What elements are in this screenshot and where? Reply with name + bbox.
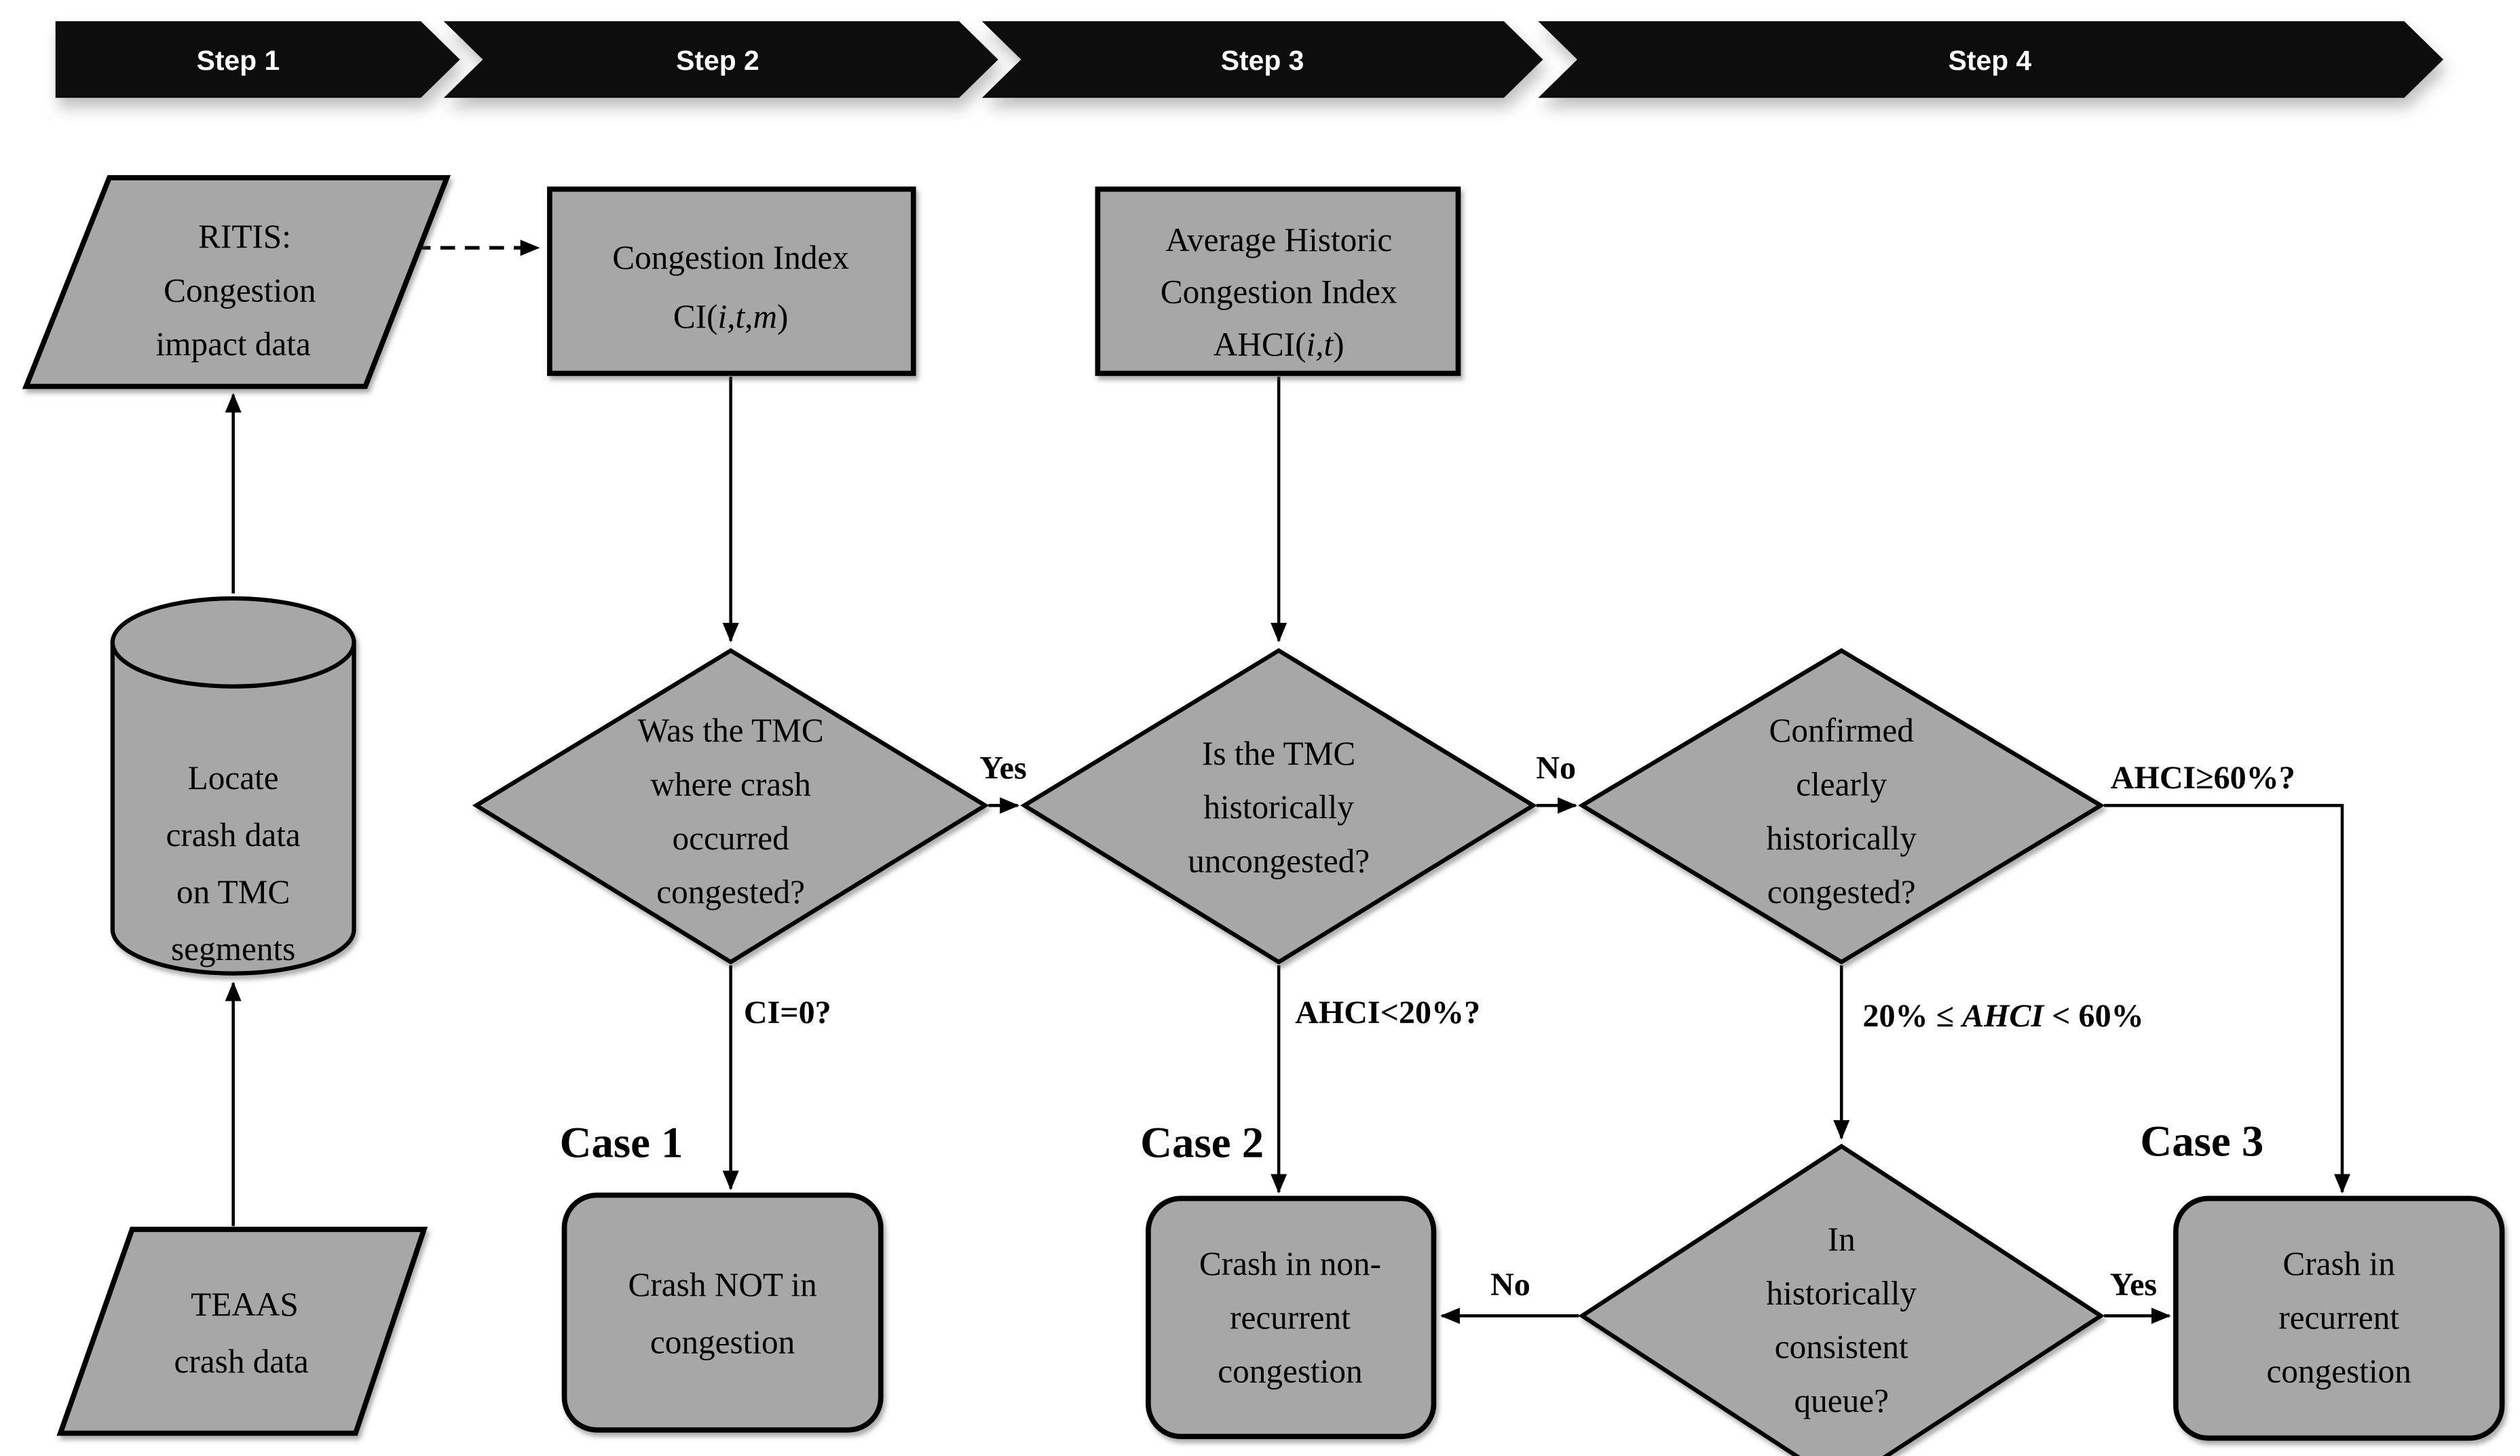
ahci-range-suffix: < 60% (2044, 998, 2144, 1034)
ahci-range-italic: AHCI (1960, 998, 2045, 1034)
case1-heading: Case 1 (560, 1119, 683, 1168)
ahci-label: Average Historic Congestion Index AHCI(i… (1161, 221, 1397, 363)
case2-result-label: Crash in non- recurrent congestion (1199, 1245, 1381, 1390)
case3-line2: recurrent (2278, 1299, 2399, 1336)
no-label-decision2: No (1536, 750, 1576, 786)
step3-banner-label: Step 3 (1221, 45, 1304, 76)
case3-line3: congestion (2267, 1353, 2411, 1390)
ahci-range-condition-label: 20% ≤ AHCI < 60% (1862, 998, 2143, 1034)
decision1-line3: occurred (673, 820, 790, 857)
no-label-decision4: No (1490, 1267, 1530, 1303)
case1-result-label: Crash NOT in congestion (628, 1266, 817, 1360)
ahci-formula-prefix: AHCI( (1214, 326, 1306, 363)
step2-banner (443, 21, 998, 98)
locate-line4: segments (171, 930, 295, 968)
case1-line2: congestion (650, 1323, 795, 1360)
step2-banner-label: Step 2 (676, 45, 759, 76)
decision1-line2: where crash (650, 765, 811, 803)
decision1-line4: congested? (656, 873, 805, 911)
case1-result-box (561, 1192, 884, 1433)
congestion-index-node (547, 186, 916, 377)
decision3-label: Confirmed clearly historically congested… (1766, 712, 1917, 911)
decision2-diamond (1020, 648, 1538, 965)
step4-banner-label: Step 4 (1949, 45, 2032, 76)
ci-formula-prefix: CI( (673, 298, 718, 335)
decision3-line3: historically (1766, 820, 1917, 857)
congestion-index-label: Congestion Index CI(i,t,m) (612, 239, 849, 335)
locate-line1: Locate (188, 759, 279, 797)
decision1-label: Was the TMC where crash occurred congest… (638, 712, 824, 911)
decision1-line1: Was the TMC (638, 712, 824, 749)
case1-line1: Crash NOT in (628, 1266, 817, 1303)
teaas-data-label: TEAAS crash data (174, 1286, 309, 1380)
locate-crash-data-cylinder (110, 640, 356, 976)
ahci-line1: Average Historic (1165, 221, 1392, 258)
decision4-label: In historically consistent queue? (1766, 1221, 1917, 1419)
step3-banner (981, 21, 1543, 98)
teaas-data-node (56, 1227, 428, 1436)
decision2-line3: uncongested? (1188, 842, 1370, 879)
decision3-line4: congested? (1767, 873, 1916, 911)
step-banner-row (55, 21, 2444, 98)
ahci-formula: AHCI(i,t) (1214, 326, 1344, 363)
decision4-diamond (1578, 1143, 2105, 1456)
yes-label-decision1: Yes (979, 750, 1026, 786)
ci-formula-italic: i,t,m (717, 298, 777, 335)
ritis-data-node (22, 175, 451, 389)
teaas-line1: TEAAS (191, 1286, 299, 1323)
ahci-node (1095, 186, 1461, 377)
case2-line1: Crash in non- (1199, 1245, 1381, 1282)
ahci-formula-suffix: ) (1333, 326, 1344, 363)
locate-crash-data-cylinder-top (110, 596, 356, 689)
decision2-label: Is the TMC historically uncongested? (1188, 735, 1370, 880)
ci-line1: Congestion Index (612, 239, 849, 276)
ahci-line2: Congestion Index (1161, 273, 1397, 311)
teaas-line2: crash data (174, 1343, 309, 1380)
ahci-formula-italic: i,t (1306, 326, 1334, 363)
decision3-diamond (1578, 648, 2105, 965)
ahci-ge60-condition-label: AHCI≥60%? (2111, 760, 2295, 796)
ritis-data-label: RITIS: Congestion impact data (155, 218, 316, 363)
decision1-diamond (472, 648, 990, 965)
decision2-line1: Is the TMC (1202, 735, 1355, 772)
yes-label-decision4: Yes (2110, 1267, 2157, 1303)
decision3-line1: Confirmed (1769, 712, 1915, 749)
ritis-line2: Congestion (164, 271, 316, 309)
step1-banner-label: Step 1 (197, 45, 280, 76)
locate-crash-data-label: Locate crash data on TMC segments (166, 759, 301, 968)
ritis-line1: RITIS: (198, 218, 291, 255)
connector-decision3-to-case3 (2104, 803, 2351, 1194)
decision4-line1: In (1828, 1221, 1856, 1258)
decision2-line2: historically (1203, 788, 1354, 826)
case3-line1: Crash in (2282, 1245, 2395, 1282)
decision3-line2: clearly (1796, 765, 1887, 803)
decision4-line4: queue? (1794, 1382, 1889, 1419)
ci-formula: CI(i,t,m) (673, 298, 789, 335)
case3-heading: Case 3 (2140, 1117, 2263, 1166)
case3-result-label: Crash in recurrent congestion (2267, 1245, 2411, 1390)
ahci-range-prefix: 20% ≤ (1862, 998, 1962, 1034)
case2-result-box (1146, 1195, 1437, 1440)
ci-formula-suffix: ) (777, 298, 788, 335)
ritis-line3: impact data (155, 326, 310, 363)
step4-banner (1538, 21, 2444, 98)
case3-result-box (2173, 1195, 2505, 1441)
ahci-lt20-condition-label: AHCI<20%? (1295, 995, 1480, 1031)
case2-line3: congestion (1218, 1353, 1362, 1390)
decision4-line3: consistent (1775, 1328, 1908, 1366)
decision4-line2: historically (1766, 1274, 1917, 1311)
case2-heading: Case 2 (1140, 1119, 1264, 1168)
ci-zero-condition-label: CI=0? (744, 995, 831, 1031)
step1-banner (55, 21, 460, 98)
locate-line3: on TMC (176, 873, 290, 911)
locate-line2: crash data (166, 816, 301, 854)
case2-line2: recurrent (1230, 1299, 1351, 1336)
